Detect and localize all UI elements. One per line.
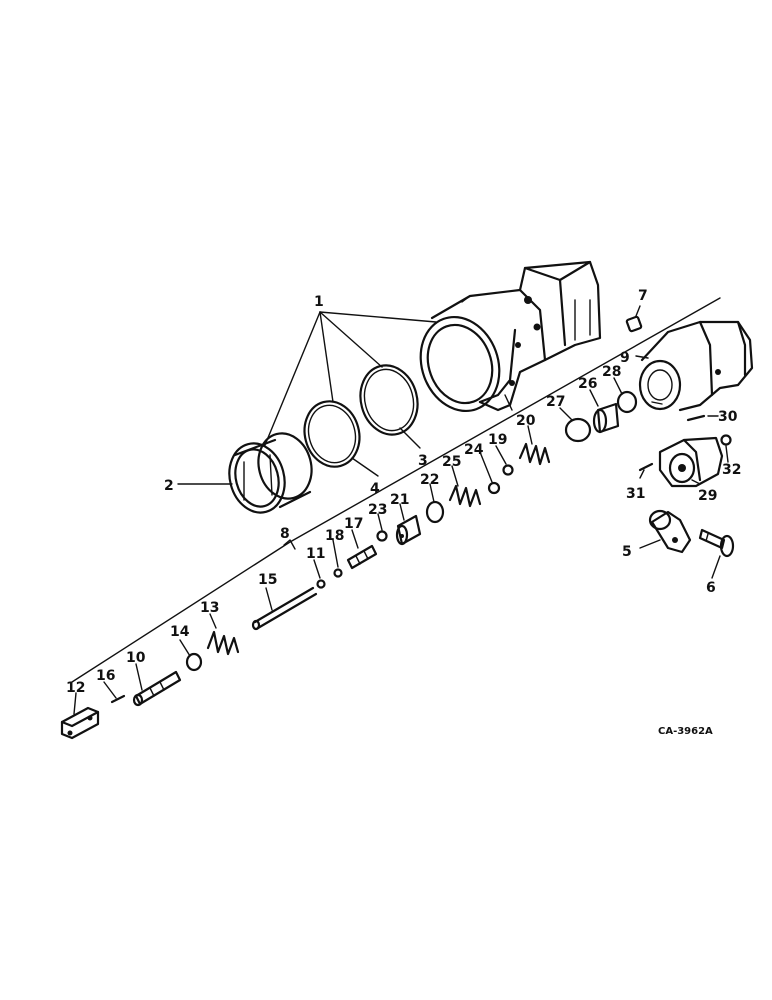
cover-part-5: [648, 509, 692, 554]
callout-23: 23: [368, 502, 387, 518]
callout-12: 12: [66, 680, 85, 696]
pin-part-16: [110, 694, 126, 704]
callout-21: 21: [390, 492, 409, 508]
assembly-axis-line: [71, 297, 721, 683]
callout-24: 24: [464, 442, 484, 458]
callout-14: 14: [170, 624, 190, 640]
callout-27: 27: [546, 394, 565, 410]
callout-20: 20: [516, 413, 536, 429]
callout-17: 17: [344, 516, 363, 532]
ring-part-11: [316, 579, 326, 589]
ring-part-19: [502, 464, 514, 476]
callout-9: 9: [620, 350, 630, 366]
ring-part-18: [333, 568, 343, 578]
callout-3: 3: [418, 453, 428, 469]
ring-part-23: [376, 530, 388, 542]
callout-16: 16: [96, 668, 115, 684]
spring-part-13: [206, 630, 240, 656]
ring-part-22: [425, 500, 445, 524]
callout-11: 11: [306, 546, 325, 562]
callout-30: 30: [718, 409, 738, 425]
callout-leaders: [73, 355, 729, 715]
callout-13: 13: [200, 600, 219, 616]
callout-4: 4: [370, 481, 380, 497]
seal-ring-4-inner: [307, 404, 357, 464]
callout-2: 2: [164, 478, 174, 494]
callout-15: 15: [258, 572, 277, 588]
end-cap-part-9: [638, 320, 754, 412]
spring-part-25: [448, 484, 482, 508]
stem-part-17: [346, 544, 378, 570]
callout-29: 29: [698, 488, 717, 504]
callout-1: 1: [314, 294, 324, 310]
callout-6: 6: [706, 580, 716, 596]
callout-10: 10: [126, 650, 146, 666]
spool-part-10: [132, 670, 182, 707]
nut-part-32: [720, 434, 732, 446]
drawing-reference-code: CA-3962A: [658, 726, 713, 737]
callout-32: 32: [722, 462, 741, 478]
callout-5: 5: [622, 544, 632, 560]
callout-19: 19: [488, 432, 507, 448]
sleeve-part-2: [228, 432, 313, 514]
body-part-29: [658, 436, 724, 488]
plug-part-26: [592, 402, 620, 434]
seal-ring-3-inner: [363, 368, 415, 432]
washer-part-14: [185, 652, 203, 672]
rod-part-15: [251, 586, 318, 631]
o-ring-27: [564, 417, 592, 443]
clevis-part-12: [60, 706, 100, 740]
spring-part-20: [518, 442, 551, 466]
callout-18: 18: [325, 528, 344, 544]
valve-housing: [419, 260, 602, 413]
callout-25: 25: [442, 454, 461, 470]
nut-part-7: [625, 305, 643, 333]
poppet-part-21: [395, 514, 422, 546]
seal-ring-3: [359, 364, 419, 436]
screw-part-30: [686, 414, 706, 422]
callout-8: 8: [280, 526, 290, 542]
bolt-part-6: [698, 528, 735, 558]
ring-part-24: [487, 481, 501, 495]
ring-part-28: [616, 390, 638, 414]
callout-28: 28: [602, 364, 621, 380]
seal-ring-4: [303, 400, 361, 468]
leader-lines-part-1: [264, 311, 437, 446]
callout-31: 31: [626, 486, 645, 502]
callout-7: 7: [638, 288, 648, 304]
callout-labels: 1 2 3 4 5 6 7 8 9 10 11 12 13 14 15 16 1…: [66, 288, 741, 696]
screw-part-31: [638, 462, 654, 472]
assembly-axis-notch: [283, 539, 296, 550]
callout-22: 22: [420, 472, 439, 488]
callout-26: 26: [578, 376, 597, 392]
